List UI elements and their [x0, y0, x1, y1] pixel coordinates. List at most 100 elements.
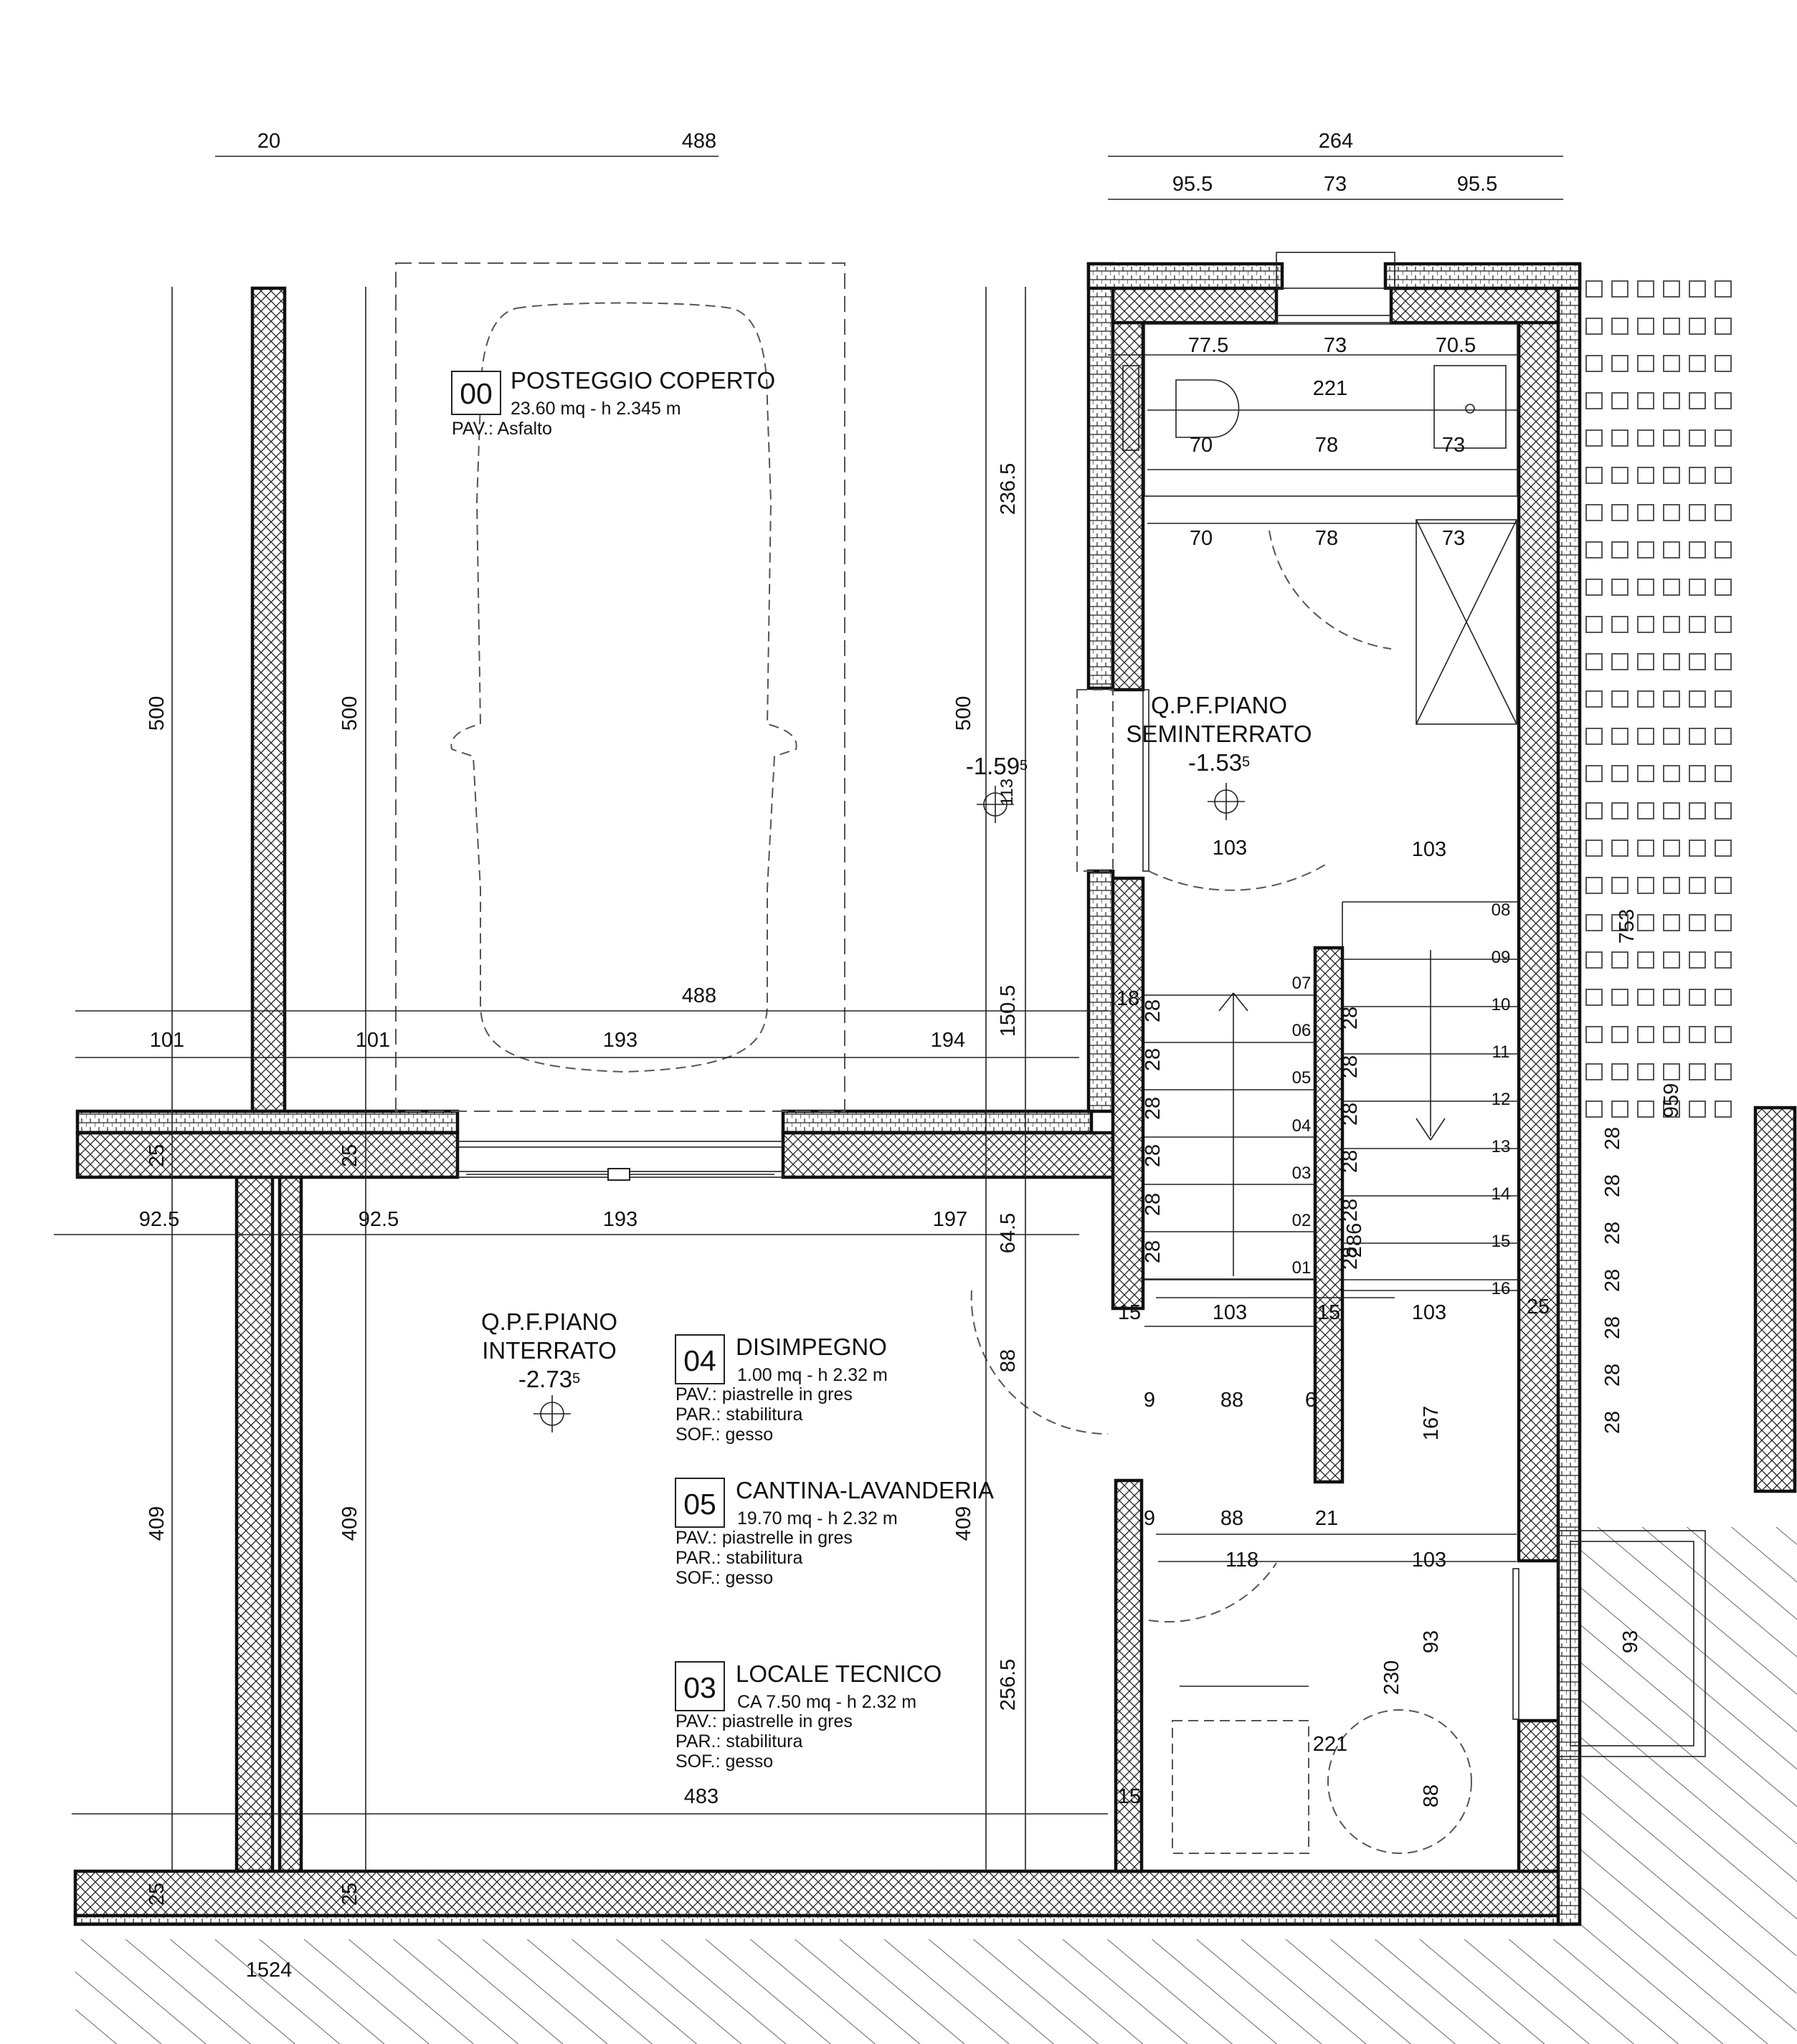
step-depth: 28: [1339, 1103, 1362, 1126]
terrace-tile: [1611, 318, 1628, 335]
terrace-tile: [1637, 467, 1654, 484]
terrace-tile: [1663, 653, 1680, 670]
level-value: -2.73: [518, 1366, 572, 1392]
terrace-tile: [1585, 280, 1603, 298]
terrace-tile: [1585, 504, 1603, 521]
terrace-tile: [1637, 280, 1654, 298]
step-number: 04: [1292, 1116, 1312, 1136]
terrace-tile: [1663, 541, 1680, 558]
terrace-tile: [1663, 840, 1680, 857]
terrace-tile: [1663, 877, 1680, 894]
dim-v-500b: 500: [338, 696, 361, 731]
terrace-tile: [1689, 429, 1706, 447]
terrace-tile: [1585, 1101, 1603, 1118]
terrace-tile: [1715, 504, 1732, 521]
level-sub: 5: [1020, 758, 1028, 774]
step-depth: 28: [1601, 1174, 1624, 1197]
step-number: 11: [1492, 1042, 1510, 1062]
dim-s-286: 286: [1343, 1223, 1366, 1258]
terrace-tile: [1715, 616, 1732, 633]
terrace-tile: [1689, 504, 1706, 521]
dim-v-2365: 236.5: [997, 463, 1020, 515]
dim-top-95b: 95.5: [1457, 173, 1497, 196]
terrace-tile: [1715, 579, 1732, 596]
stair-arrow: [1430, 1118, 1446, 1141]
terrace-tile: [1611, 653, 1628, 670]
terrace-tile: [1715, 355, 1732, 372]
terrace-tile: [1611, 579, 1628, 596]
terrace-tile: [1611, 914, 1628, 931]
step-number: 02: [1292, 1211, 1312, 1230]
step-number: 15: [1492, 1232, 1511, 1251]
terrace-tile: [1663, 1101, 1680, 1118]
room-floor: PAV.: Asfalto: [452, 419, 552, 439]
dim-bath-70a: 70: [1190, 434, 1213, 457]
terrace-tile: [1585, 877, 1603, 894]
terrace-tile: [1689, 728, 1706, 745]
terrace-tile: [1637, 318, 1654, 335]
room-floor: PAV.: piastrelle in gres: [675, 1384, 853, 1404]
dim-m-25e: 25: [338, 1883, 361, 1906]
terrace-tile: [1585, 989, 1603, 1006]
terrace-tile: [1715, 1063, 1732, 1080]
terrace-tile: [1611, 280, 1628, 298]
terrace-tile: [1611, 728, 1628, 745]
level-sub: 5: [572, 1371, 580, 1387]
room-walls: PAR.: stabilitura: [675, 1548, 802, 1568]
terrace-tile: [1611, 1101, 1628, 1118]
step-number: 10: [1492, 995, 1511, 1014]
step-depth: 28: [1142, 1240, 1165, 1263]
terrace-tile-grid: [1585, 280, 1732, 1118]
dim-m-25c: 25: [1527, 1296, 1550, 1318]
room-area: 23.60 mq - h 2.345 m: [511, 399, 681, 419]
dim-v-959: 959: [1660, 1083, 1683, 1118]
step-number: 16: [1492, 1279, 1511, 1298]
terrace-tile: [1637, 914, 1654, 931]
dim-m-925b: 92.5: [359, 1208, 399, 1231]
terrace-tile: [1689, 802, 1706, 819]
terrace-tile: [1715, 541, 1732, 558]
step-number: 13: [1492, 1137, 1511, 1156]
terrace-tile: [1637, 840, 1654, 857]
terrace-tile: [1637, 877, 1654, 894]
step-depth: 28: [1601, 1411, 1624, 1434]
room-05-label: 05 CANTINA-LAVANDERIA 19.70 mq - h 2.32 …: [675, 1477, 994, 1588]
terrace-tile: [1585, 392, 1603, 409]
terrace-tile: [1585, 728, 1603, 745]
dim-top-20: 20: [257, 130, 280, 153]
level-interrato: Q.P.F.PIANO INTERRATO -2.735: [481, 1308, 617, 1392]
terrace-tile: [1663, 579, 1680, 596]
terrace-tile: [1663, 802, 1680, 819]
terrace-tile: [1585, 951, 1603, 969]
room-00-label: 00 POSTEGGIO COPERTO 23.60 mq - h 2.345 …: [451, 367, 775, 439]
terrace-tile: [1637, 951, 1654, 969]
dim-bath-73a: 73: [1442, 434, 1465, 457]
terrace-tile: [1663, 690, 1680, 708]
level-title: Q.P.F.PIANO: [1151, 692, 1287, 718]
dim-v-645: 64.5: [997, 1213, 1020, 1253]
dim-m-193b: 193: [603, 1208, 637, 1231]
terrace-tile: [1715, 690, 1732, 708]
room-name: LOCALE TECNICO: [736, 1660, 942, 1687]
step-number: 08: [1492, 900, 1511, 920]
terrace-tile: [1689, 616, 1706, 633]
dim-s-103a: 103: [1213, 837, 1247, 860]
terrace-tile: [1585, 690, 1603, 708]
dim-m-15b: 15: [1317, 1301, 1340, 1324]
level-subtitle: INTERRATO: [482, 1337, 617, 1364]
dim-m-25d: 25: [146, 1883, 169, 1906]
dim-s-483: 483: [684, 1785, 719, 1808]
dim-s-167: 167: [1420, 1406, 1443, 1440]
level-title: Q.P.F.PIANO: [481, 1308, 617, 1335]
room-number: 04: [683, 1344, 716, 1377]
room-name: POSTEGGIO COPERTO: [511, 367, 775, 394]
step-number: 03: [1292, 1164, 1312, 1183]
terrace-tile: [1689, 914, 1706, 931]
terrace-tile: [1637, 541, 1654, 558]
terrace-tile: [1585, 1026, 1603, 1043]
dimension-lines: [54, 156, 1563, 1871]
dim-top-264: 264: [1319, 130, 1353, 153]
dim-v-2565: 256.5: [997, 1659, 1020, 1711]
svg-text:-1.535: -1.535: [1188, 749, 1250, 776]
dim-s-88a: 88: [1220, 1389, 1243, 1412]
